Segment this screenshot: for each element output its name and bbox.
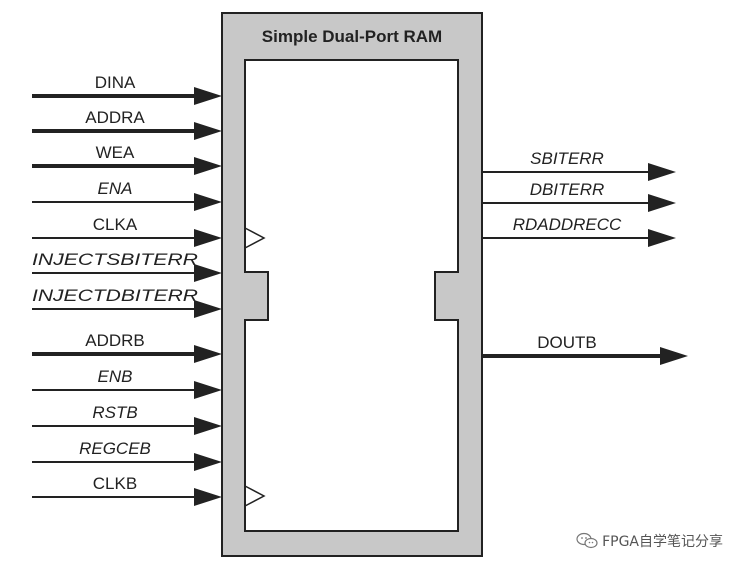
output-pin-doutb: DOUTB — [482, 333, 688, 365]
input-pin-label: WEA — [96, 143, 135, 162]
output-arrow-icon — [648, 163, 676, 181]
wechat-icon — [576, 532, 598, 549]
output-arrow-icon — [660, 347, 688, 365]
input-pins: DINA ADDRA WEA ENA CLKA INJECTSBITERR INJECTDB… — [32, 73, 222, 506]
output-arrow-icon — [648, 229, 676, 247]
input-arrow-icon — [194, 157, 222, 175]
input-pin-label: INJECTSBITERR — [32, 250, 198, 269]
input-arrow-icon — [194, 193, 222, 211]
output-pin-label: RDADDRECC — [513, 215, 622, 234]
input-arrow-icon — [194, 87, 222, 105]
input-pin-dina: DINA — [32, 73, 222, 105]
output-pin-label: DBITERR — [530, 180, 605, 199]
output-pins: SBITERR DBITERR RDADDRECC DOUTB — [482, 149, 688, 365]
output-pin-sbiterr: SBITERR — [482, 149, 676, 181]
output-pin-label: DOUTB — [537, 333, 597, 352]
input-pin-label: ADDRA — [85, 108, 145, 127]
input-pin-label: CLKA — [93, 215, 138, 234]
input-pin-wea: WEA — [32, 143, 222, 175]
input-pin-ena: ENA — [32, 179, 222, 211]
input-arrow-icon — [194, 122, 222, 140]
input-arrow-icon — [194, 229, 222, 247]
ram-inner-area — [244, 59, 459, 532]
input-arrow-icon — [194, 300, 222, 318]
input-arrow-icon — [194, 488, 222, 506]
output-arrow-icon — [648, 194, 676, 212]
input-arrow-icon — [194, 381, 222, 399]
clka-clock-marker — [244, 227, 266, 249]
input-pin-label: RSTB — [92, 403, 137, 422]
input-pin-label: ENA — [98, 179, 133, 198]
input-arrow-icon — [194, 453, 222, 471]
input-pin-label: ENB — [98, 367, 133, 386]
input-pin-clka: CLKA — [32, 215, 222, 247]
input-pin-rstb: RSTB — [32, 403, 222, 435]
input-pin-label: INJECTDBITERR — [32, 286, 198, 305]
block-title: Simple Dual-Port RAM — [262, 27, 442, 46]
input-arrow-icon — [194, 264, 222, 282]
input-pin-label: DINA — [95, 73, 136, 92]
watermark: FPGA自学笔记分享 — [576, 531, 723, 551]
watermark-text: FPGA自学笔记分享 — [602, 534, 723, 550]
input-arrow-icon — [194, 417, 222, 435]
input-pin-label: CLKB — [93, 474, 137, 493]
input-pin-injectsbiterr: INJECTSBITERR — [32, 250, 222, 282]
clkb-clock-marker — [244, 485, 266, 507]
input-arrow-icon — [194, 345, 222, 363]
input-pin-regceb: REGCEB — [32, 439, 222, 471]
output-pin-label: SBITERR — [530, 149, 604, 168]
input-pin-label: ADDRB — [85, 331, 145, 350]
output-pin-rdaddrecc: RDADDRECC — [482, 215, 676, 247]
input-pin-clkb: CLKB — [32, 474, 222, 506]
input-pin-injectdbiterr: INJECTDBITERR — [32, 286, 222, 318]
output-pin-dbiterr: DBITERR — [482, 180, 676, 212]
input-pin-addrb: ADDRB — [32, 331, 222, 363]
input-pin-label: REGCEB — [79, 439, 151, 458]
input-pin-addra: ADDRA — [32, 108, 222, 140]
input-pin-enb: ENB — [32, 367, 222, 399]
